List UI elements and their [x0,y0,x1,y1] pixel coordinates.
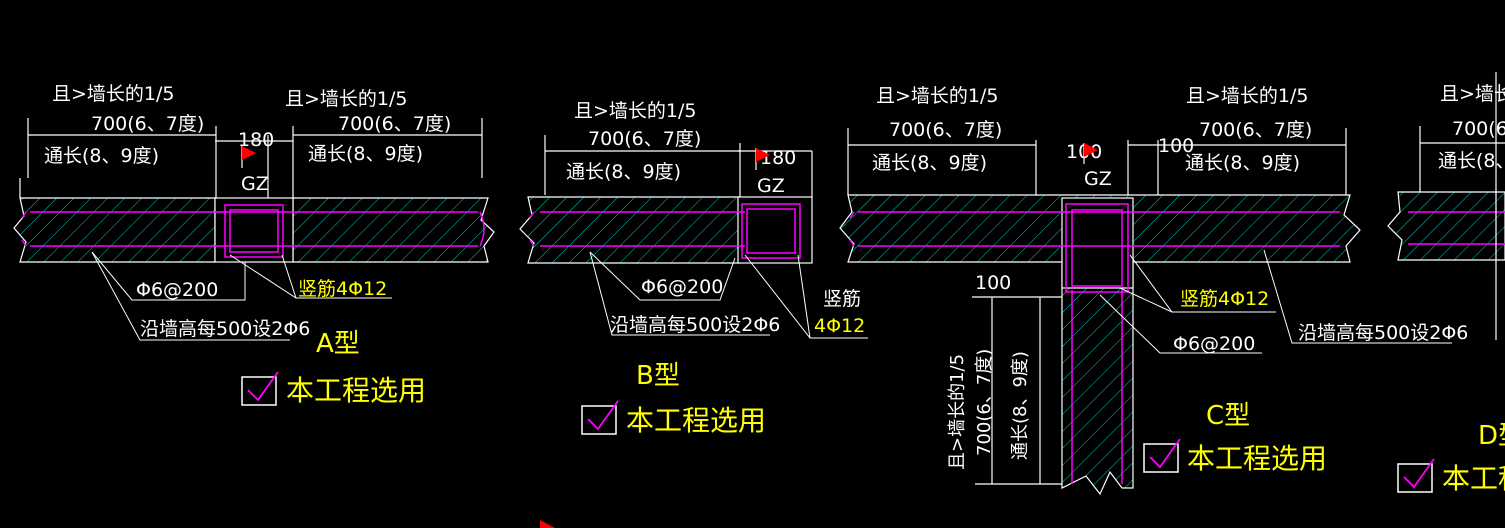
wall-a-right [292,197,495,263]
wall-b [519,196,741,264]
selected-label-d: 本工程选用 [1442,462,1505,495]
stirrup-b [741,203,801,259]
label-stirrup-c: Φ6@200 [1173,333,1255,355]
wall-rebar-a [21,211,485,247]
label-min-fifth-a1: 且>墙长的1/5 [52,83,175,105]
label-100-c3: 100 [975,272,1011,294]
label-700-a2: 700(6、7度) [338,113,451,135]
checkbox-checked-icon[interactable] [581,400,619,435]
wall-a-left [13,197,216,263]
label-vbar-qty-b: 4Φ12 [814,315,865,337]
wall-rebar-c [849,211,1340,484]
checkbox-checked-icon[interactable] [1143,438,1181,473]
label-gz-b: GZ [757,175,785,197]
red-flag-icon [241,146,256,168]
label-700-c3: 700(6、7度) [974,349,995,456]
label-through-c1: 通长(8、9度) [872,152,987,174]
detail-a: 且>墙长的1/5 700(6、7度) 通长(8、9度) 且>墙长的1/5 700… [13,83,495,407]
type-a-label: A型 [316,329,360,359]
checkbox-checked-icon[interactable] [1397,458,1435,493]
label-per500-b: 沿墙高每500设2Φ6 [610,314,780,336]
label-min-fifth-c1: 且>墙长的1/5 [876,85,999,107]
label-700-c2: 700(6、7度) [1199,119,1312,141]
label-per500-a: 沿墙高每500设2Φ6 [140,318,310,340]
label-vbar-a: 竖筋4Φ12 [298,278,387,300]
label-700-b: 700(6、7度) [588,128,701,150]
detail-c: 且>墙长的1/5 700(6、7度) 通长(8、9度) 且>墙长的1/5 700… [839,85,1468,496]
detail-d: 且>墙长的1/5 700(6、7度) 通长(8、9度) D型 本工程选用 [1387,72,1505,495]
label-100-c2: 100 [1158,135,1194,157]
label-min-fifth-c3: 且>墙长的1/5 [947,354,968,470]
label-min-fifth-a2: 且>墙长的1/5 [285,88,408,110]
label-vbar-c: 竖筋4Φ12 [1180,288,1269,310]
selected-label-c: 本工程选用 [1187,442,1327,475]
label-through-a2: 通长(8、9度) [308,143,423,165]
label-through-c2: 通长(8、9度) [1185,152,1300,174]
label-through-b: 通长(8、9度) [566,161,681,183]
stirrup-a [224,204,284,258]
wall-rebar-b [529,211,745,247]
red-flag-icon [1083,143,1098,164]
label-stirrup-a: Φ6@200 [136,279,218,301]
label-vbar-word-b: 竖筋 [823,288,861,310]
selected-label-a: 本工程选用 [286,374,426,407]
detail-b: 且>墙长的1/5 700(6、7度) 通长(8、9度) 180 GZ Φ6@20… [519,100,868,437]
selected-label-b: 本工程选用 [626,404,766,437]
stirrup-c [1065,203,1129,293]
label-per500-c: 沿墙高每500设2Φ6 [1298,322,1468,344]
label-gz-a: GZ [241,173,269,195]
column-c [1061,197,1134,289]
label-700-c1: 700(6、7度) [889,119,1002,141]
label-gz-c: GZ [1084,168,1112,190]
label-through-c3: 通长(8、9度) [1010,351,1031,460]
label-min-fifth-b: 且>墙长的1/5 [574,100,697,122]
label-180-a: 180 [238,129,274,151]
label-through-a1: 通长(8、9度) [44,145,159,167]
label-min-fifth-d: 且>墙长的1/5 [1440,83,1505,105]
label-180-b: 180 [760,147,796,169]
wall-d [1387,191,1505,261]
red-flag-icon [540,520,555,528]
label-min-fifth-c2: 且>墙长的1/5 [1186,85,1309,107]
label-stirrup-b: Φ6@200 [641,276,723,298]
type-b-label: B型 [636,361,680,391]
red-flag-icon [755,148,770,170]
label-through-d: 通长(8、9度) [1438,150,1505,172]
label-700-d: 700(6、7度) [1452,118,1505,140]
type-d-label: D型 [1478,421,1505,451]
checkbox-checked-icon[interactable] [241,371,279,406]
label-700-a1: 700(6、7度) [91,113,204,135]
wall-c-main [839,194,1361,496]
type-c-label: C型 [1206,401,1250,431]
